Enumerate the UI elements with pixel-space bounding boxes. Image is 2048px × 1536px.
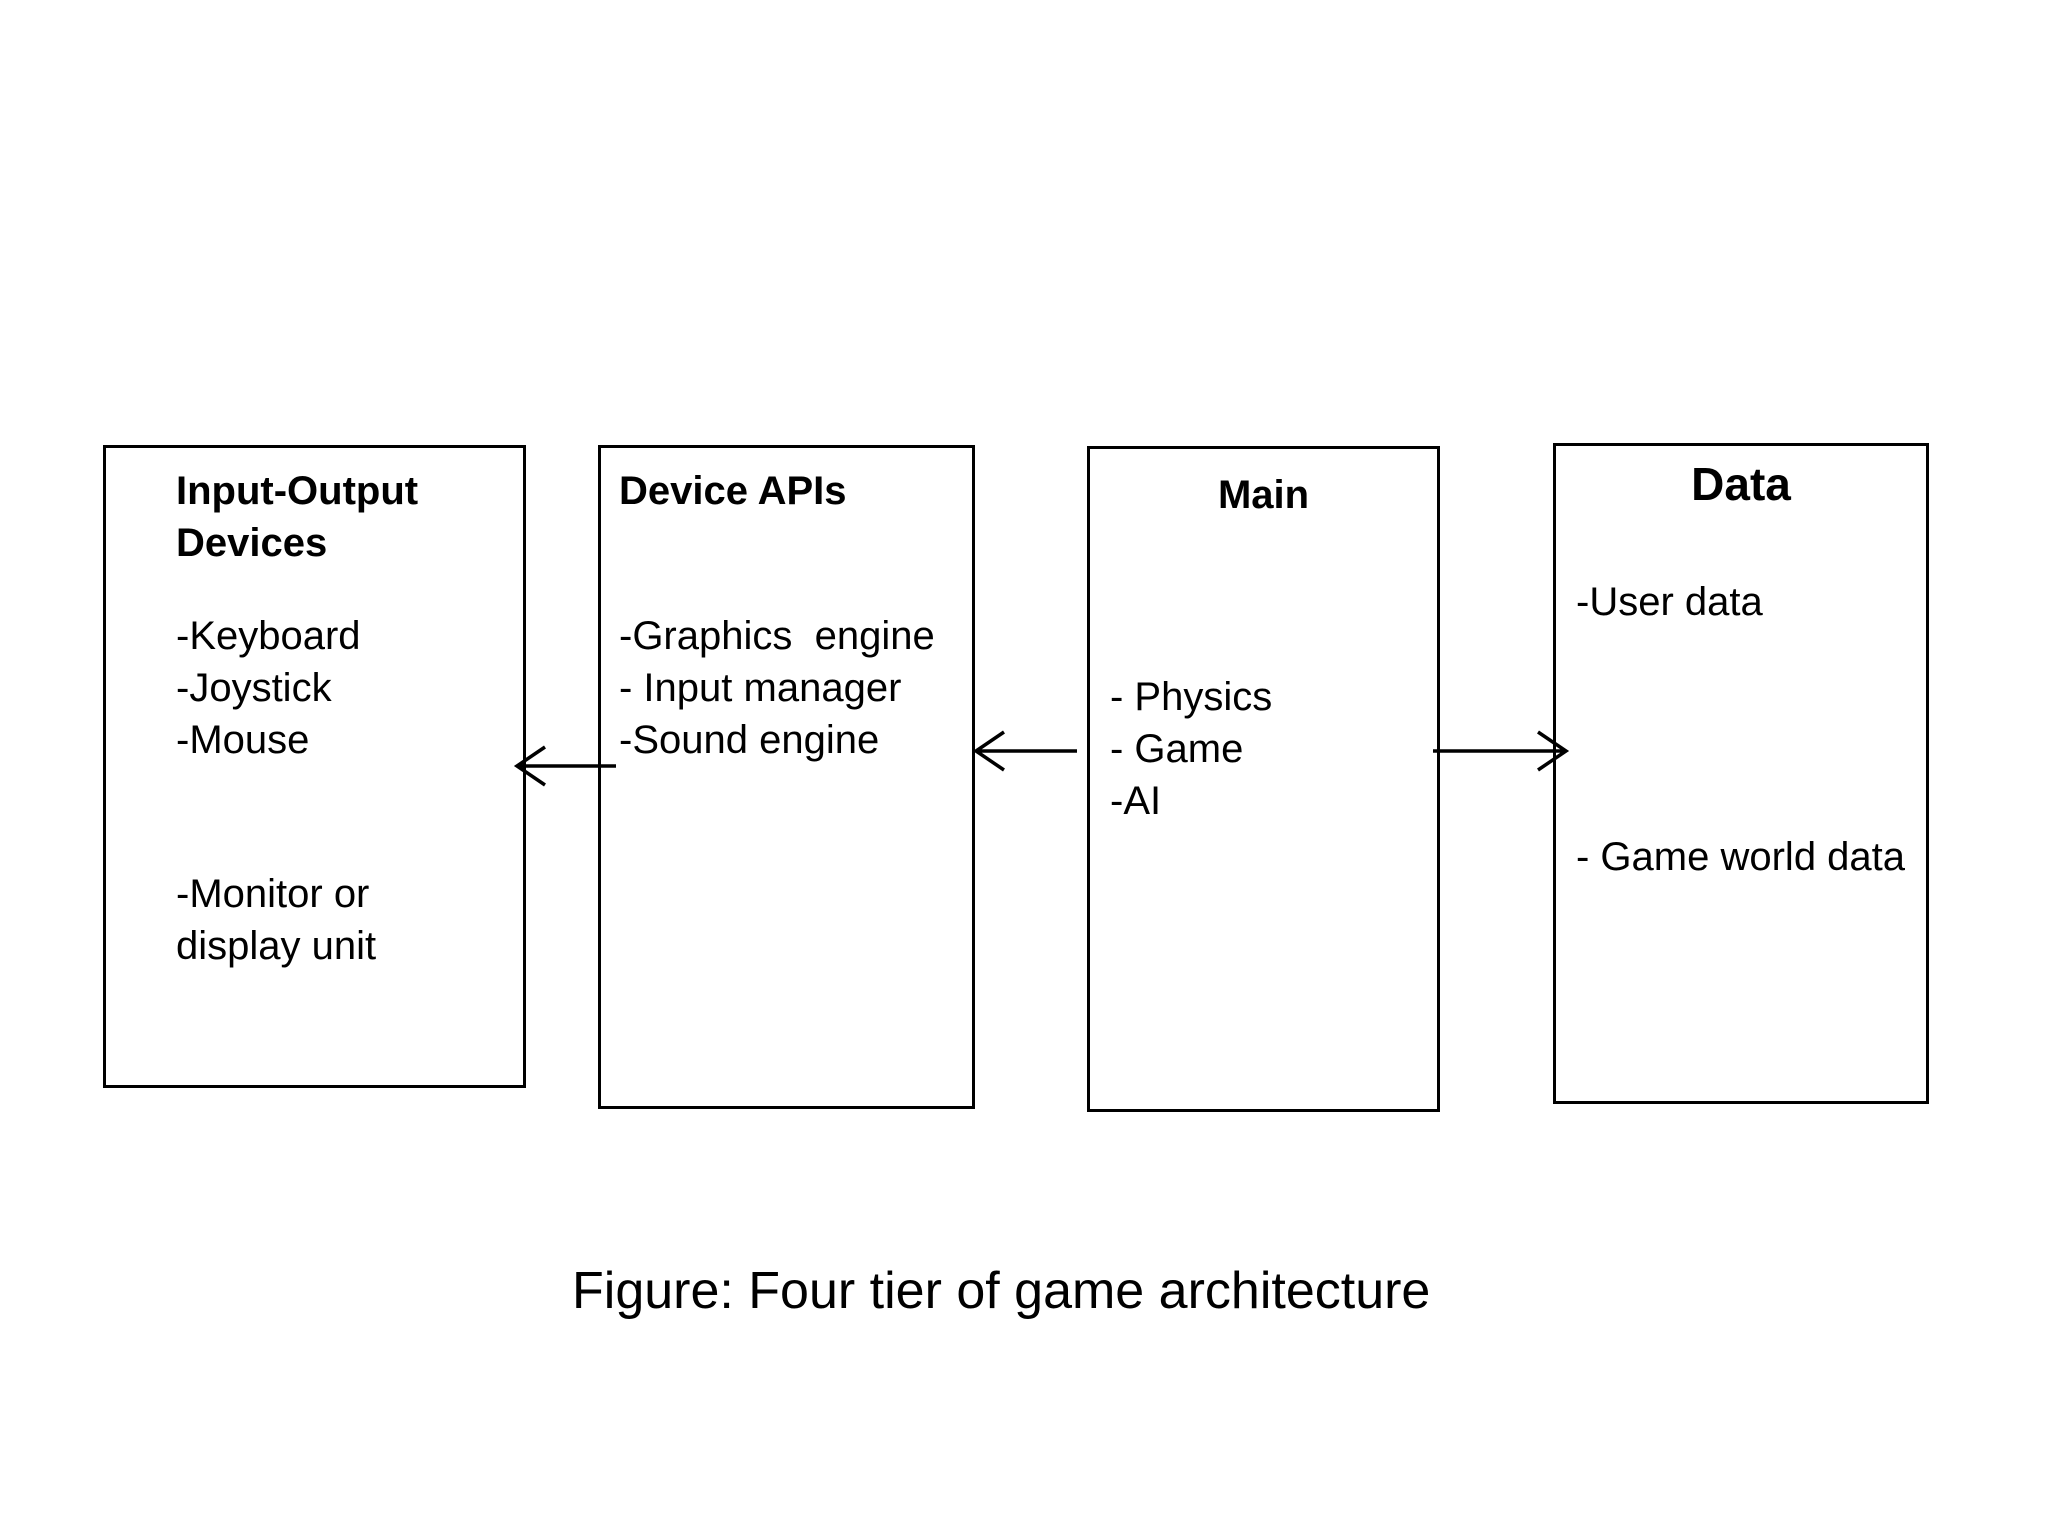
- list-item: - Physics: [1110, 675, 1273, 719]
- item-group: -User data: [1576, 576, 1763, 628]
- box-title-input-output-devices: Input-Output Devices: [176, 469, 430, 565]
- item-group: -Monitor or display unit: [176, 868, 376, 972]
- list-item: -Keyboard: [176, 614, 361, 658]
- item-group: - Physics - Game -AI: [1110, 671, 1272, 827]
- box-title-data: Data: [1691, 458, 1791, 510]
- item-group: -Keyboard -Joystick -Mouse: [176, 610, 361, 766]
- list-item: -Monitor or: [176, 872, 370, 916]
- list-item: -User data: [1576, 580, 1763, 624]
- list-item: -Mouse: [176, 718, 310, 762]
- list-item: -Joystick: [176, 666, 332, 710]
- arrow-main-to-data-icon: [1433, 730, 1570, 772]
- list-item: - Game: [1110, 727, 1244, 771]
- item-group: -Graphics engine - Input manager -Sound …: [619, 610, 935, 766]
- box-device-apis: Device APIs -Graphics engine - Input man…: [598, 445, 975, 1109]
- list-item: -Sound engine: [619, 718, 880, 762]
- list-item: -AI: [1110, 779, 1162, 823]
- arrow-main-to-device-apis-icon: [972, 730, 1077, 772]
- item-group: - Game world data: [1576, 831, 1905, 883]
- figure-caption: Figure: Four tier of game architecture: [572, 1262, 1431, 1320]
- box-input-output-devices: Input-Output Devices -Keyboard -Joystick…: [103, 445, 526, 1088]
- box-data: Data -User data - Game world data: [1553, 443, 1929, 1104]
- box-main: Main - Physics - Game -AI: [1087, 446, 1440, 1112]
- box-title-main: Main: [1217, 473, 1310, 517]
- list-item: - Game world data: [1576, 835, 1906, 879]
- box-title-device-apis: Device APIs: [619, 469, 847, 513]
- list-item: -Graphics engine: [619, 614, 935, 658]
- list-item: display unit: [176, 924, 377, 968]
- list-item: - Input manager: [619, 666, 902, 710]
